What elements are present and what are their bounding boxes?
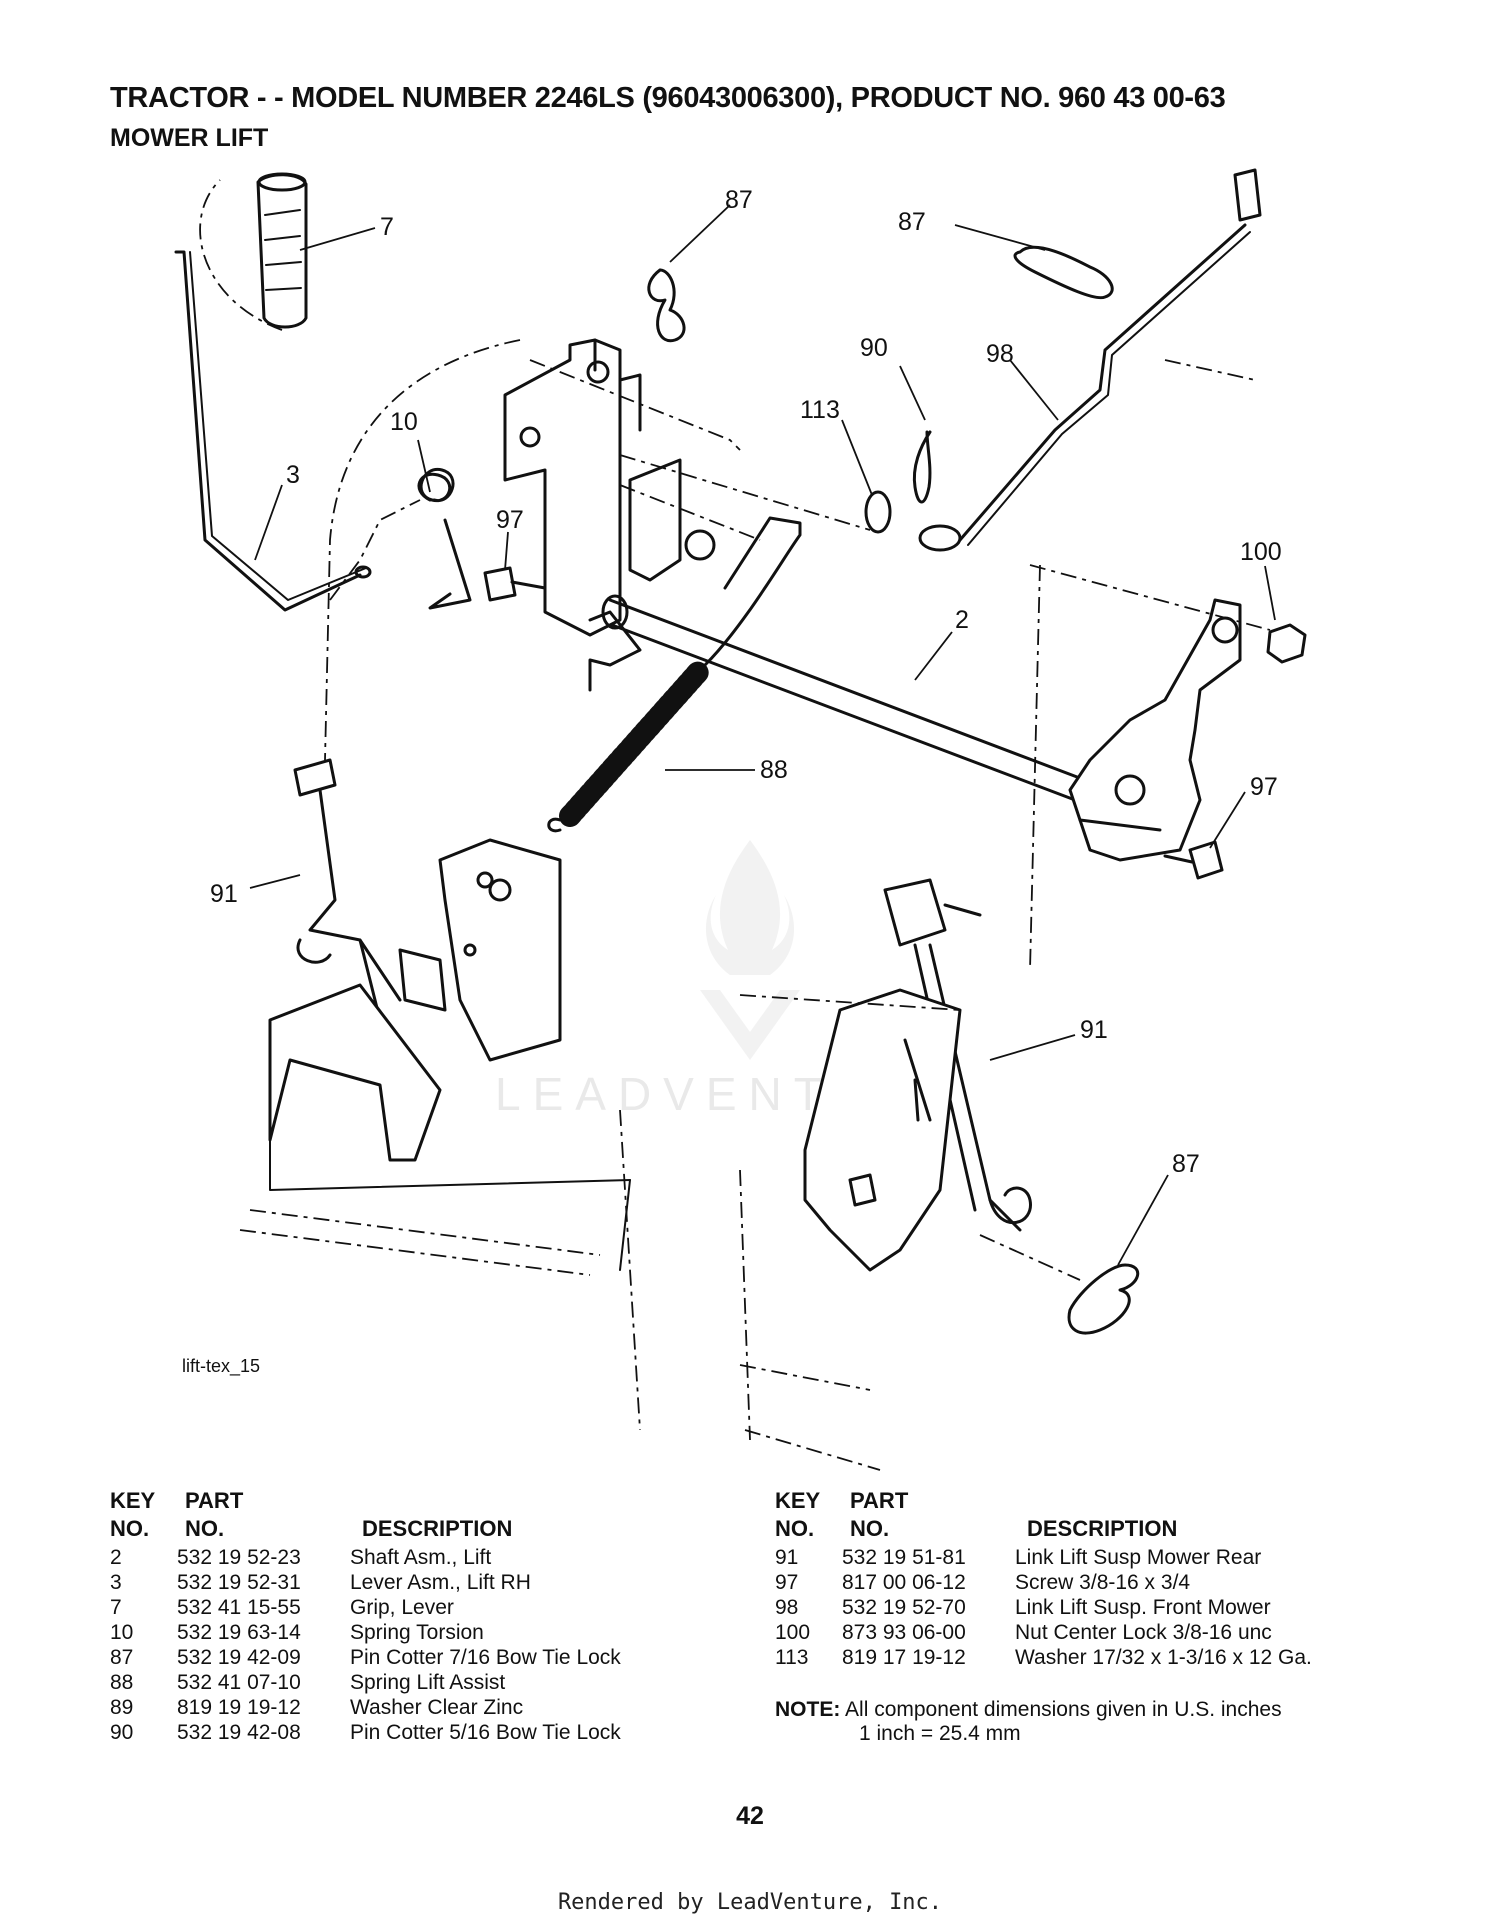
footer-credit: Rendered by LeadVenture, Inc. xyxy=(557,1890,943,1915)
part-number: 532 19 42-09 xyxy=(177,1646,301,1669)
part-description: Spring Lift Assist xyxy=(350,1671,506,1694)
part-description: Link Lift Susp Mower Rear xyxy=(1015,1546,1262,1569)
key-number: 7 xyxy=(110,1596,122,1619)
part-description: Washer Clear Zinc xyxy=(350,1696,524,1719)
callout-3: 3 xyxy=(286,461,300,489)
part-header-line1: PART xyxy=(185,1488,244,1513)
part-description: Screw 3/8-16 x 3/4 xyxy=(1015,1571,1191,1594)
part-description: Pin Cotter 7/16 Bow Tie Lock xyxy=(350,1646,621,1669)
assembly-centerlines xyxy=(199,179,1271,1471)
part-number: 873 93 06-00 xyxy=(842,1621,966,1644)
lift-shaft-part xyxy=(601,594,1087,802)
part-number: 532 41 07-10 xyxy=(177,1671,301,1694)
callout-87-top: 87 xyxy=(725,186,753,214)
part-number: 819 17 19-12 xyxy=(842,1646,966,1669)
part-description: Shaft Asm., Lift xyxy=(350,1546,492,1569)
key-number: 89 xyxy=(110,1696,134,1719)
note-line2: 1 inch = 25.4 mm xyxy=(859,1722,1021,1745)
page-title: TRACTOR - - MODEL NUMBER 2246LS (9604300… xyxy=(110,82,1226,114)
key-number: 98 xyxy=(775,1596,799,1619)
screw-part-a xyxy=(483,566,547,602)
part-number: 532 41 15-55 xyxy=(177,1596,301,1619)
pin-cotter-5-16-part xyxy=(912,430,932,504)
callout-88: 88 xyxy=(760,756,788,784)
key-header-line1: KEY xyxy=(110,1488,156,1513)
part-number: 532 19 52-23 xyxy=(177,1546,301,1569)
callout-97-left: 97 xyxy=(496,506,524,534)
callout-leader-lines xyxy=(249,204,1276,1266)
part-number: 532 19 63-14 xyxy=(177,1621,301,1644)
figure-id: lift-tex_15 xyxy=(182,1356,260,1377)
shaft-bracket-part xyxy=(588,458,716,692)
torsion-spring-part xyxy=(417,468,472,610)
section-subtitle: MOWER LIFT xyxy=(110,124,269,152)
dimensions-note: NOTE: All component dimensions given in … xyxy=(775,1698,1282,1746)
key-number: 88 xyxy=(110,1671,134,1694)
key-header-line1: KEY xyxy=(775,1488,821,1513)
key-header-line2: NO. xyxy=(110,1516,150,1541)
key-number: 113 xyxy=(775,1646,809,1669)
part-number: 532 19 42-08 xyxy=(177,1721,301,1744)
callout-97-right: 97 xyxy=(1250,773,1278,801)
mower-deck-outline xyxy=(269,1019,631,1271)
deck-bracket-left-part xyxy=(268,838,562,1162)
callout-7: 7 xyxy=(380,213,394,241)
note-line1: All component dimensions given in U.S. i… xyxy=(845,1698,1282,1721)
lift-lever-part xyxy=(174,250,372,612)
spring-lift-assist-part xyxy=(547,516,802,833)
exploded-parts-diagram: LEADVENTURE xyxy=(174,168,1307,1471)
front-mower-link-part xyxy=(918,168,1262,552)
description-header: DESCRIPTION xyxy=(362,1516,513,1541)
part-number: 532 19 52-31 xyxy=(177,1571,301,1594)
part-header-line2: NO. xyxy=(850,1516,890,1541)
lift-arm-right-part xyxy=(1068,598,1242,862)
note-label: NOTE: xyxy=(775,1698,841,1721)
deck-bracket-right-part xyxy=(803,988,962,1272)
description-header: DESCRIPTION xyxy=(1027,1516,1178,1541)
screw-part-b xyxy=(1163,840,1224,880)
pin-cotter-7-16-part-a xyxy=(647,268,686,343)
part-description: Nut Center Lock 3/8-16 unc xyxy=(1015,1621,1272,1644)
key-number: 87 xyxy=(110,1646,134,1669)
part-header-line1: PART xyxy=(850,1488,909,1513)
part-description: Lever Asm., Lift RH xyxy=(350,1571,531,1594)
rear-mower-link-left-part xyxy=(293,758,402,1022)
callout-91-left: 91 xyxy=(210,880,238,908)
center-lock-nut-part xyxy=(1266,623,1307,664)
key-header-line2: NO. xyxy=(775,1516,815,1541)
callout-87-right: 87 xyxy=(898,208,926,236)
part-description: Washer 17/32 x 1-3/16 x 12 Ga. xyxy=(1015,1646,1312,1669)
callout-91-right: 91 xyxy=(1080,1016,1108,1044)
washer-part xyxy=(864,490,892,534)
part-description: Link Lift Susp. Front Mower xyxy=(1015,1596,1271,1619)
callout-98: 98 xyxy=(986,340,1014,368)
key-number: 91 xyxy=(775,1546,799,1569)
key-number: 3 xyxy=(110,1571,122,1594)
page-number: 42 xyxy=(736,1802,764,1830)
pin-cotter-7-16-part-c xyxy=(1067,1263,1139,1335)
callout-10: 10 xyxy=(390,408,418,436)
part-number: 532 19 52-70 xyxy=(842,1596,966,1619)
part-description: Grip, Lever xyxy=(350,1596,454,1619)
pin-cotter-7-16-part-b xyxy=(1013,245,1114,300)
part-number: 532 19 51-81 xyxy=(842,1546,966,1569)
callout-90: 90 xyxy=(860,334,888,362)
callout-87-bottom: 87 xyxy=(1172,1150,1200,1178)
key-number: 2 xyxy=(110,1546,122,1569)
callout-100: 100 xyxy=(1240,538,1282,566)
part-description: Pin Cotter 5/16 Bow Tie Lock xyxy=(350,1721,621,1744)
part-number: 817 00 06-12 xyxy=(842,1571,966,1594)
grip-lever-part xyxy=(256,172,308,329)
key-number: 100 xyxy=(775,1621,811,1644)
lift-bracket-part xyxy=(503,338,642,637)
callout-113: 113 xyxy=(800,396,840,424)
part-number: 819 19 19-12 xyxy=(177,1696,301,1719)
watermark-logo xyxy=(700,840,800,1060)
callout-2: 2 xyxy=(955,606,969,634)
part-header-line2: NO. xyxy=(185,1516,225,1541)
part-description: Spring Torsion xyxy=(350,1621,484,1644)
key-number: 10 xyxy=(110,1621,134,1644)
key-number: 97 xyxy=(775,1571,799,1594)
key-number: 90 xyxy=(110,1721,134,1744)
